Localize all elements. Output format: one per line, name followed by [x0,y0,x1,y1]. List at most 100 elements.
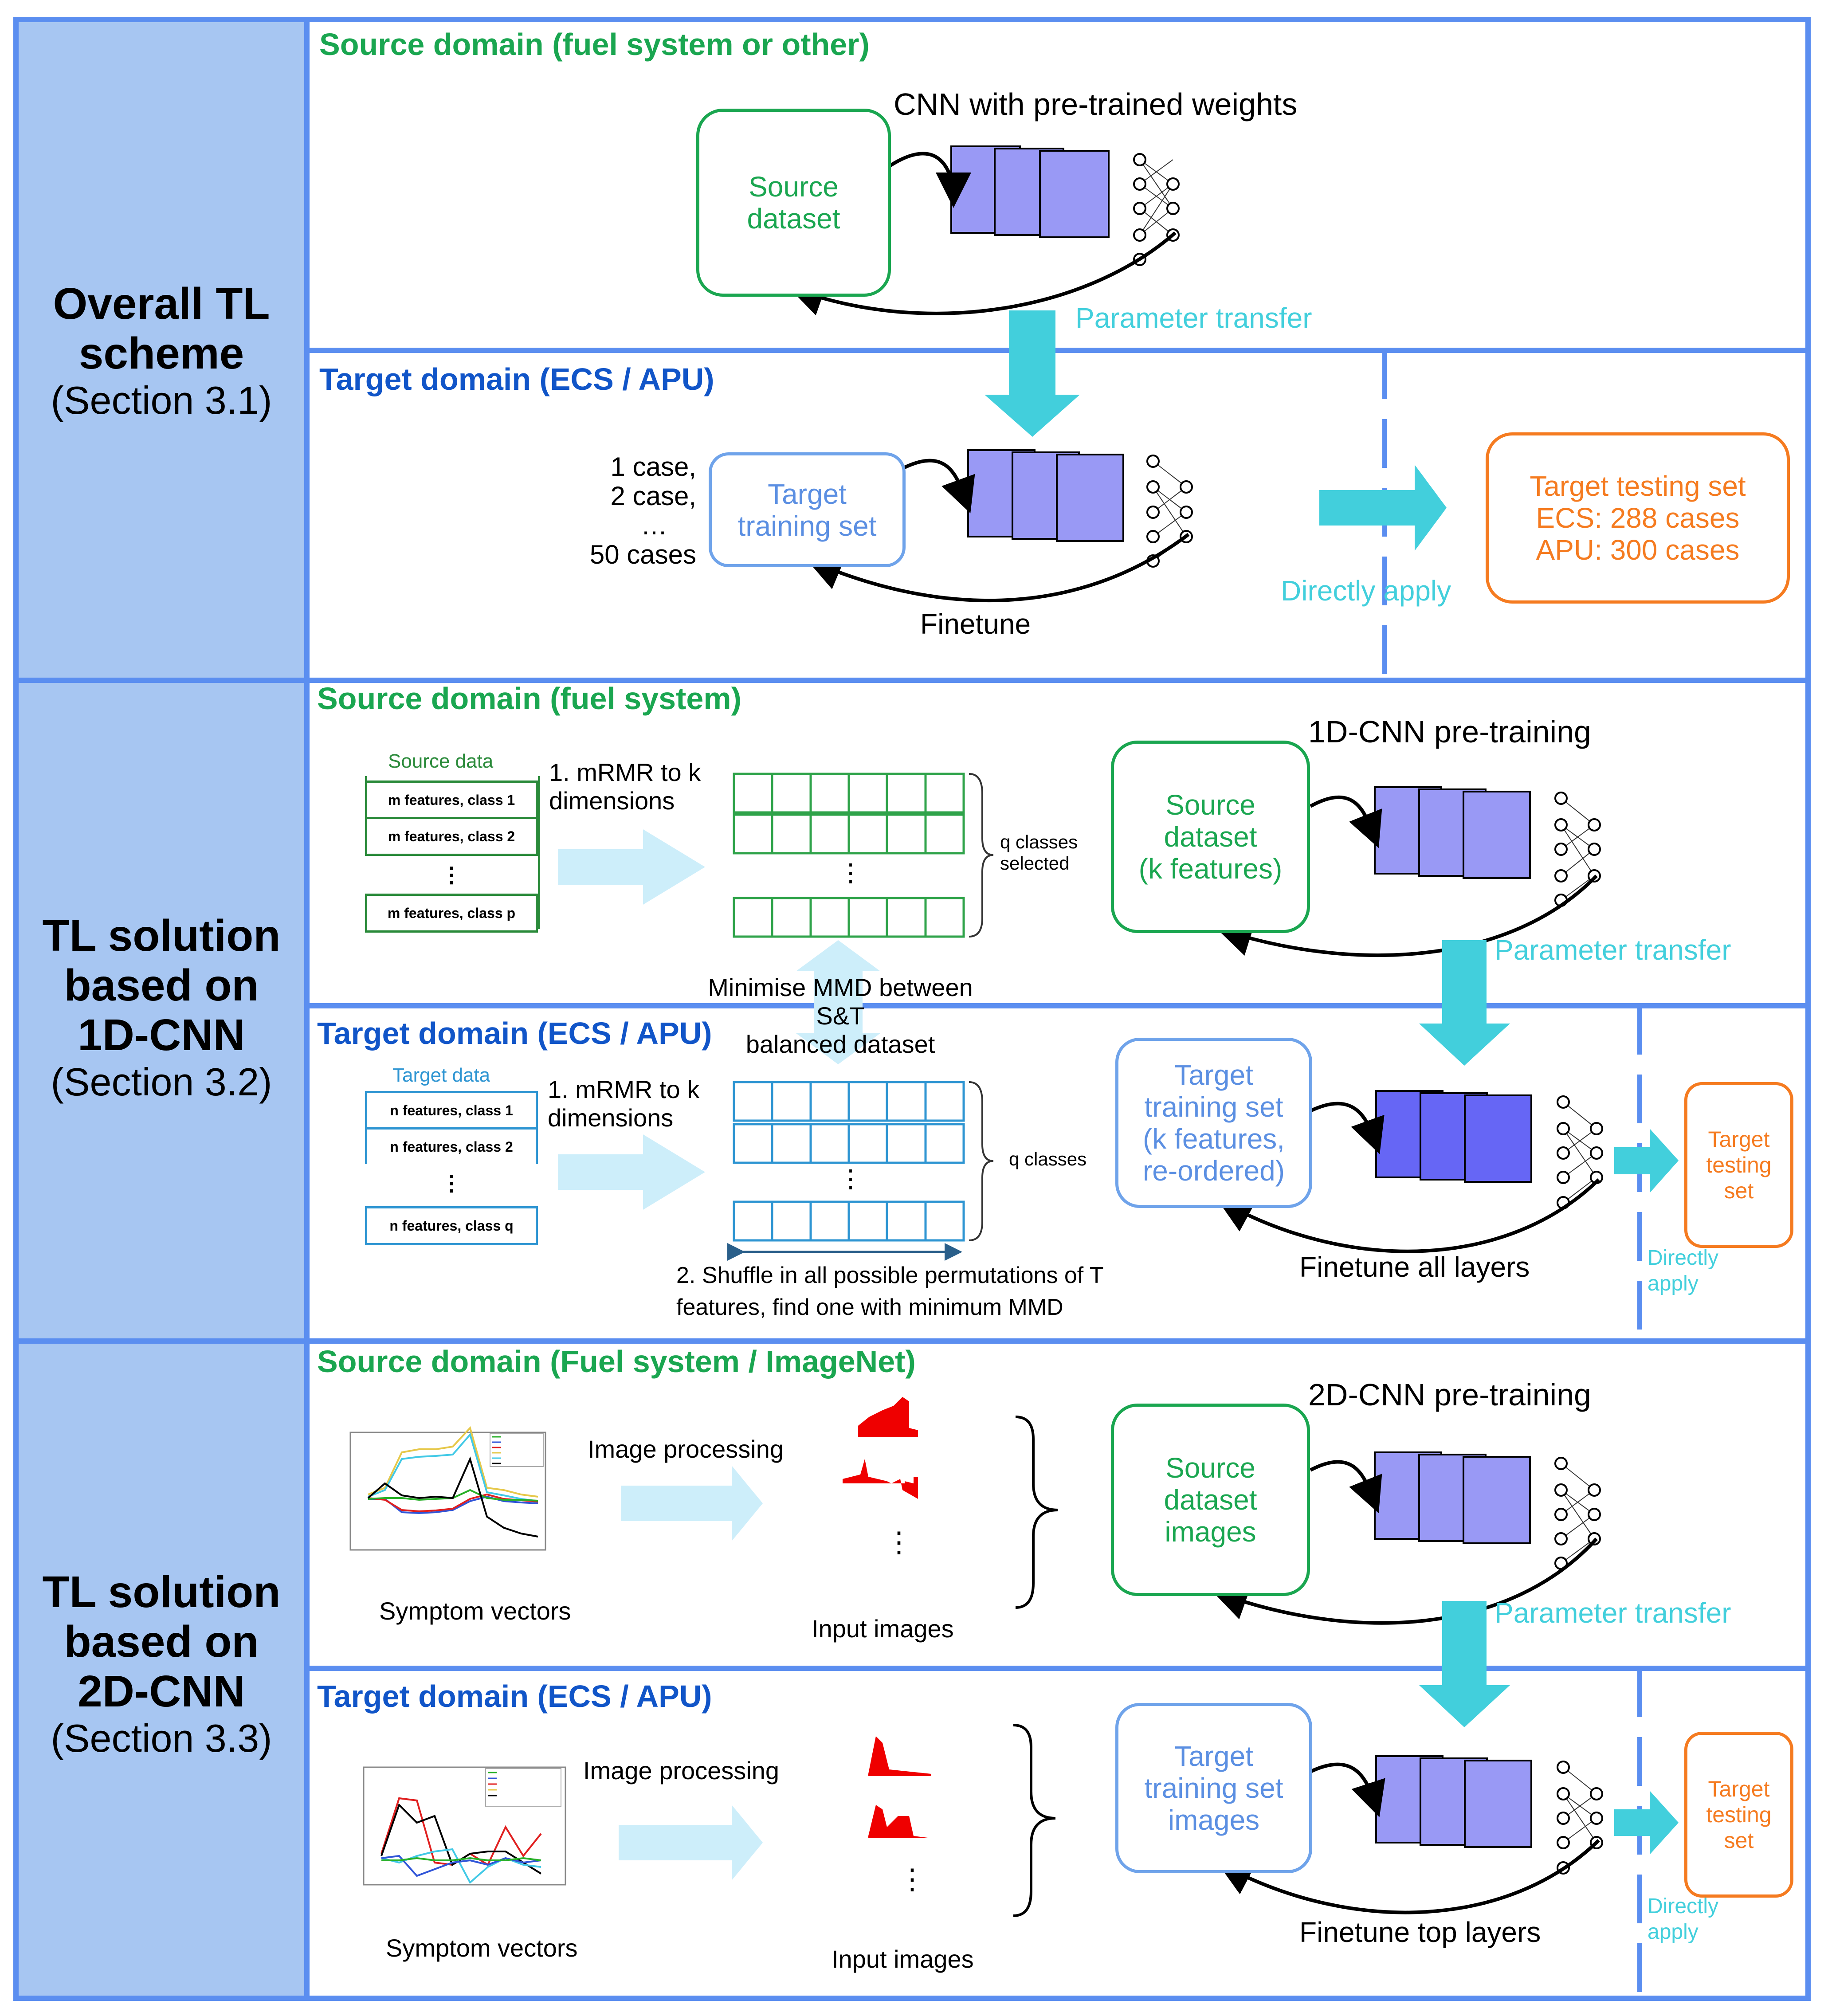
s2-shuffle-line-1: 2. Shuffle in all possible permutations … [676,1263,1104,1288]
s2-target-cnn [1216,1090,1603,1253]
section-3-title-line-1: TL solution [42,1567,281,1617]
s3-symptom-vectors-label: Symptom vectors [379,1597,571,1625]
s1-parameter-transfer-arrow [985,310,1080,437]
section-1-sidebar: Overall TL scheme (Section 3.1) [16,20,307,680]
s2-source-box-line-2: dataset [1164,821,1257,853]
s2-target-row-q: n features, class q [365,1206,538,1245]
s2-pretrain-label: 1D-CNN pre-training [1308,714,1591,749]
section-2-title-line-2: based on [64,961,259,1010]
s2-parameter-transfer-arrow [1419,940,1510,1066]
section-3-sidebar: TL solution based on 2D-CNN (Section 3.3… [16,1341,307,1998]
s2-source-row-p: m features, class p [365,894,538,933]
s3-target-plot [363,1766,566,1886]
s3-target-cnn [1216,1755,1603,1914]
s3-target-box-line-1: Target [1174,1740,1253,1772]
s2-shuffle-line-2: features, find one with minimum MMD [676,1294,1063,1320]
s3-target-image-processing-label: Image processing [583,1757,780,1785]
s1-target-cnn [806,449,1193,603]
s1-test-line-2: ECS: 288 cases [1536,502,1740,534]
s2-target-box-line-2: training set [1144,1091,1283,1123]
s2-mrmr-target-line-2: dimensions [548,1104,674,1132]
s2-test-line-3: set [1724,1178,1754,1203]
s2-source-row-1: m features, class 1 [365,781,538,820]
s2-source-grid [733,773,965,938]
s3-target-images-dots: ⋮ [898,1863,926,1895]
s1-case-50: 50 cases [589,540,696,569]
s3-test-line-1: Target [1708,1777,1770,1801]
s3-parameter-transfer-arrow [1419,1601,1510,1727]
s2-directly-apply-arrow [1614,1129,1679,1193]
s2-target-box-line-4: re-ordered) [1142,1155,1285,1187]
section-1-title-line-2: scheme [78,329,244,378]
s1-directly-apply-label: Directly apply [1281,575,1451,607]
section-1-subtitle: (Section 3.1) [51,378,272,422]
s3-input-images-label: Input images [812,1615,954,1643]
section-3-title-line-2: based on [64,1617,259,1667]
s2-source-data-title: Source data [388,750,494,772]
s2-mrmr-source-line-2: dimensions [549,787,675,815]
s2-source-box-line-3: (k features) [1138,853,1283,885]
s2-source-box-line-1: Source [1165,789,1255,821]
s1-finetune-label: Finetune [920,608,1031,640]
s1-parameter-transfer-label: Parameter transfer [1075,302,1312,334]
s3-source-cnn [1212,1451,1601,1625]
s3-directly-line-1: Directly [1647,1894,1719,1918]
s2-target-grid [733,1081,965,1242]
s1-source-dataset-line-2: dataset [747,203,840,235]
s2-target-box-line-3: (k features, [1142,1123,1285,1155]
s1-case-ellipsis: … [641,510,667,540]
s1-source-domain-header: Source domain (fuel system or other) [319,27,870,62]
s2-source-row-2: m features, class 2 [365,817,538,856]
s2-source-domain-header: Source domain (fuel system) [317,681,741,716]
s2-target-grid-dots: ⋮ [838,1165,863,1192]
section-2-title-line-3: 1D-CNN [78,1010,245,1060]
s3-target-box-line-2: training set [1144,1772,1283,1804]
s2-target-data-title: Target data [392,1064,490,1086]
s3-source-brace [1015,1416,1058,1609]
s3-target-input-images [868,1736,931,1838]
s2-directly-line-1: Directly [1647,1246,1719,1270]
s2-source-light-arrow [558,829,705,905]
s3-directly-apply-label: Directly apply [1647,1894,1718,1945]
s2-target-row-1: n features, class 1 [365,1091,538,1130]
s2-shuffle-label: 2. Shuffle in all possible permutations … [676,1259,1104,1323]
s2-source-brace [969,773,994,937]
section-2-title-line-1: TL solution [42,911,281,961]
s3-source-box-line-3: images [1165,1516,1256,1548]
s1-test-line-1: Target testing set [1530,470,1746,502]
s3-target-domain-header: Target domain (ECS / APU) [317,1679,712,1714]
s3-target-light-arrow [619,1805,763,1880]
s1-cases-list: 1 case, 2 case, … 50 cases [585,452,696,569]
s2-target-row-2: n features, class 2 [365,1127,538,1166]
s2-q-selected-line-1: q classes [1000,832,1078,852]
s3-test-line-3: set [1724,1828,1754,1853]
s3-finetune-label: Finetune top layers [1299,1916,1541,1948]
s3-target-symptom-vectors-label: Symptom vectors [386,1934,578,1962]
s1-test-line-3: APU: 300 cases [1536,534,1740,566]
s1-case-1: 1 case, [610,452,696,482]
s2-directly-apply-label: Directly apply [1647,1245,1718,1297]
s2-q-classes: q classes [1009,1149,1087,1169]
s1-case-2: 2 case, [610,481,696,511]
s1-cnn-label: CNN with pre-trained weights [894,87,1298,122]
s2-target-row-dots: ⋮ [365,1164,538,1202]
s2-target-box-line-1: Target [1174,1059,1253,1091]
s2-q-selected: q classes selected [1000,832,1078,874]
s1-source-cnn [788,145,1180,316]
s1-source-dataset-line-1: Source [749,171,839,203]
s3-directly-apply-arrow [1614,1791,1679,1855]
s2-mmd-double-arrow [796,940,880,1064]
s3-parameter-transfer-label: Parameter transfer [1495,1597,1731,1629]
s2-source-cnn [1216,786,1601,957]
s3-test-line-2: testing [1706,1802,1772,1827]
s2-mmd-line-1: Minimise MMD between S&T [708,973,973,1030]
s2-mrmr-target: 1. mRMR to k dimensions [548,1075,699,1132]
s3-image-processing-label: Image processing [588,1435,784,1463]
section-1-title-line-1: Overall TL [53,279,270,329]
